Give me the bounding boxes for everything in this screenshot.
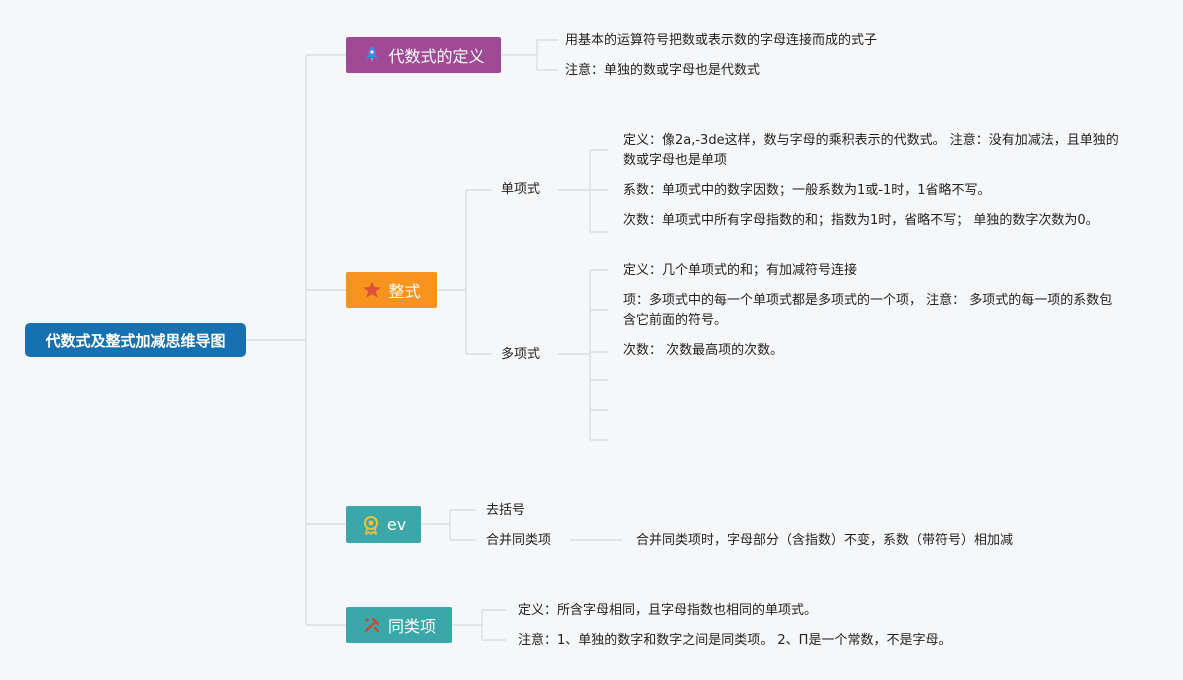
branch-like-terms[interactable]: 同类项 [346, 607, 452, 643]
tools-icon [362, 615, 382, 635]
like-terms-item-2[interactable]: 注意：1、单独的数字和数字之间是同类项。 2、Π是一个常数，不是字母。 [518, 633, 952, 648]
star-icon [362, 280, 382, 300]
award-icon [361, 515, 381, 535]
polynomial-item-2[interactable]: 项：多项式中的每一个单项式都是多项式的一个项， 注意： 多项式的每一项的系数包含… [623, 293, 1113, 328]
monomial-node[interactable]: 单项式 [501, 182, 541, 197]
ev-item-2[interactable]: 合并同类项 [486, 533, 552, 548]
branch-definition[interactable]: 代数式的定义 [346, 37, 501, 73]
definition-item-2[interactable]: 注意：单独的数或字母也是代数式 [565, 63, 761, 78]
polynomial-item-3[interactable]: 次数： 次数最高项的次数。 [623, 343, 784, 358]
rocket-icon [362, 45, 382, 65]
monomial-item-3[interactable]: 次数：单项式中所有字母指数的和；指数为1时，省略不写； 单独的数字次数为0。 [623, 213, 1099, 228]
like-terms-item-1[interactable]: 定义：所含字母相同，且字母指数也相同的单项式。 [518, 603, 818, 618]
monomial-item-2[interactable]: 系数：单项式中的数字因数；一般系数为1或-1时，1省略不写。 [623, 183, 991, 198]
root-topic[interactable]: 代数式及整式加减思维导图 [25, 323, 246, 357]
branch-ev-label: ev [386, 515, 407, 534]
polynomial-node[interactable]: 多项式 [501, 347, 541, 362]
polynomial-item-1[interactable]: 定义：几个单项式的和；有加减符号连接 [623, 263, 858, 278]
branch-definition-label: 代数式的定义 [388, 47, 485, 66]
branch-like-terms-label: 同类项 [387, 617, 436, 636]
monomial-item-1[interactable]: 定义：像2a,-3de这样，数与字母的乘积表示的代数式。 注意：没有加减法，且单… [623, 133, 1119, 168]
branch-polynomial-label: 整式 [388, 282, 421, 301]
branch-polynomial[interactable]: 整式 [346, 272, 437, 308]
ev-item-1[interactable]: 去括号 [486, 503, 526, 518]
ev-detail[interactable]: 合并同类项时，字母部分（含指数）不变，系数（带符号）相加减 [636, 533, 1014, 548]
branch-ev[interactable]: ev [346, 506, 421, 543]
root-topic-label: 代数式及整式加减思维导图 [45, 331, 226, 350]
definition-item-1[interactable]: 用基本的运算符号把数或表示数的字母连接而成的式子 [565, 33, 878, 48]
